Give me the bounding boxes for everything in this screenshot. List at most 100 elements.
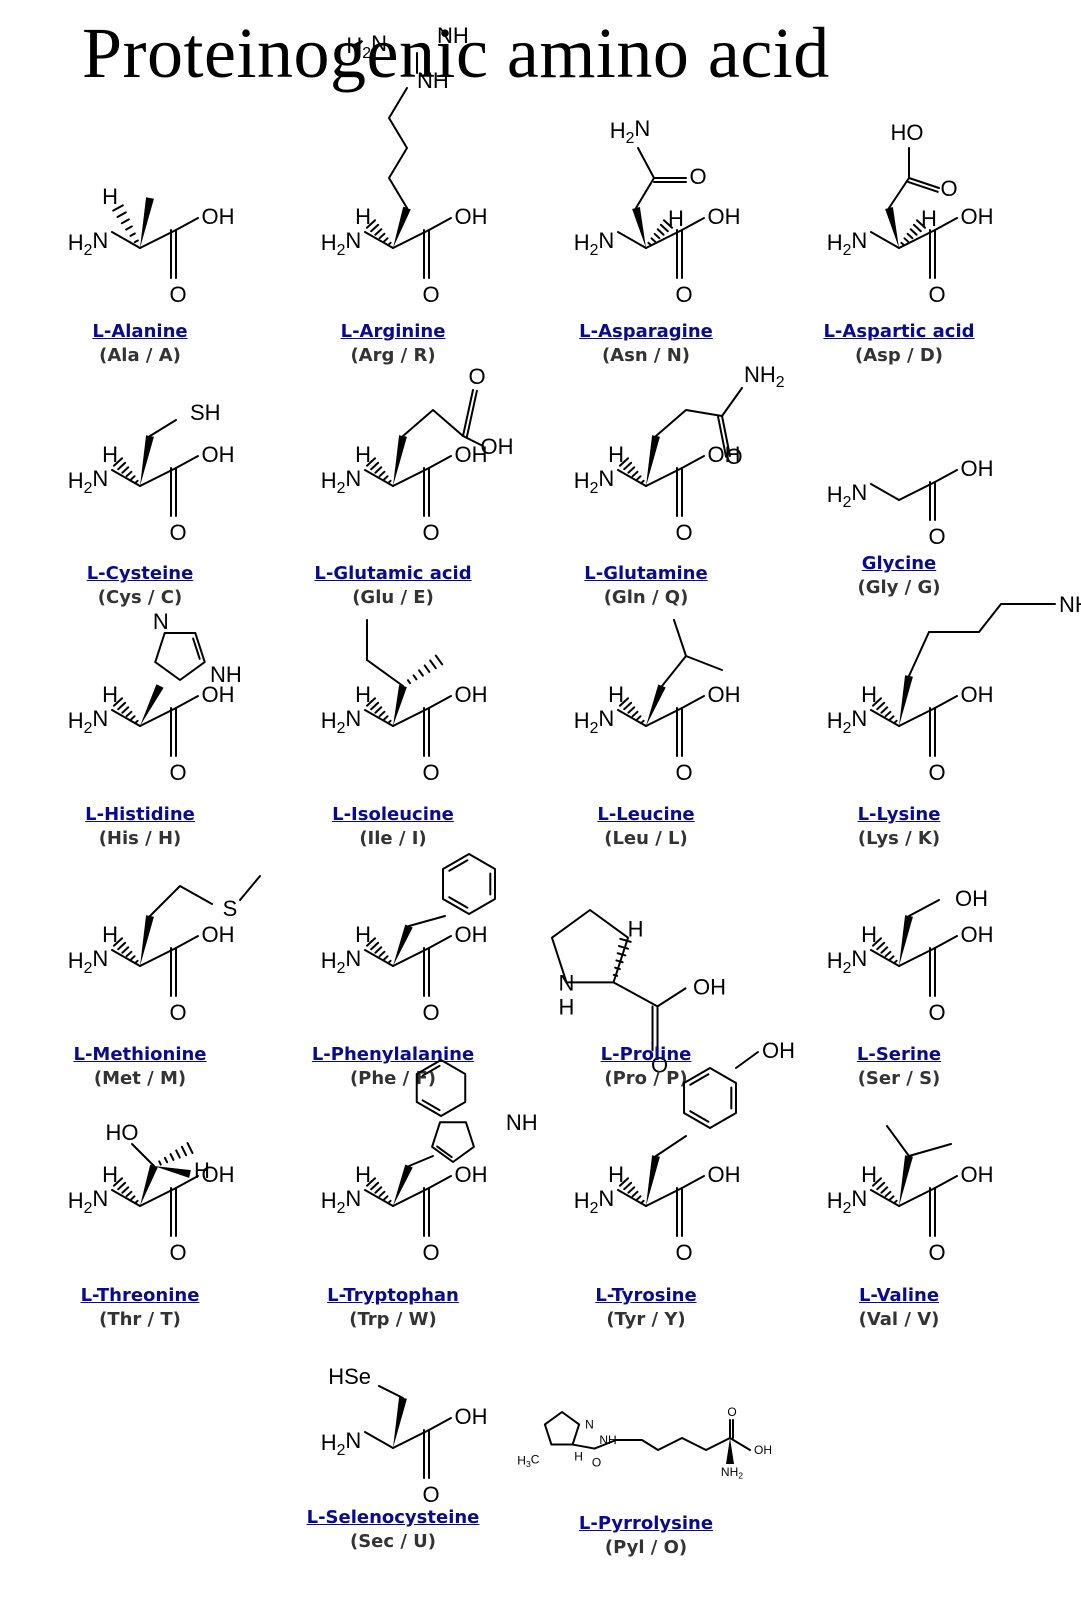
amine-label: H2N xyxy=(321,466,362,497)
hashed-bond xyxy=(406,654,444,685)
hashed-bond xyxy=(900,219,927,247)
amine-label: H2N xyxy=(68,1186,109,1217)
amino-acid-link[interactable]: L-Tryptophan xyxy=(327,1285,459,1306)
caption-l-cysteine: L-Cysteine(Cys / C) xyxy=(20,562,260,610)
amino-acid-link[interactable]: L-Asparagine xyxy=(579,321,713,342)
amino-acid-link[interactable]: L-Cysteine xyxy=(86,563,194,584)
carbonyl-oxygen-label: O xyxy=(675,1240,692,1265)
hydroxyl-label: OH xyxy=(202,442,235,467)
amino-acid-link[interactable]: L-Leucine xyxy=(597,804,695,825)
amine-label: H2N xyxy=(827,946,868,977)
hashed-bond xyxy=(618,697,645,725)
amino-acid-link[interactable]: L-Proline xyxy=(600,1044,692,1065)
carbonyl-oxygen-label: O xyxy=(422,282,439,307)
amine-label: H2N xyxy=(321,228,362,259)
bond xyxy=(428,455,452,469)
bond xyxy=(612,981,659,1008)
ring xyxy=(442,853,496,915)
wedge-bond xyxy=(140,1164,158,1206)
atom-label-hydroxyl_left: HO xyxy=(891,120,924,145)
bond xyxy=(721,415,731,457)
pyrroline-n-label: N xyxy=(585,1417,594,1431)
amino-acid-code: (Gln / Q) xyxy=(603,587,689,608)
amino-acid-link[interactable]: L-Lysine xyxy=(857,804,941,825)
amino-acid-link[interactable]: L-Glutamine xyxy=(584,563,708,584)
amine-label: H2N xyxy=(827,706,868,737)
hashed-bond xyxy=(612,937,632,977)
bond xyxy=(934,217,958,231)
atom-label-hydrogen: H xyxy=(861,682,877,707)
amino-acid-link[interactable]: L-Valine xyxy=(858,1285,940,1306)
caption-l-tryptophan: L-Tryptophan(Trp / W) xyxy=(273,1284,513,1332)
hydroxyl-label: OH xyxy=(961,682,994,707)
atom-label-hydrogen: H xyxy=(102,922,118,947)
page-title: Proteinogenic amino acid xyxy=(82,13,830,93)
bond xyxy=(366,659,404,687)
wedge-bond xyxy=(140,684,164,726)
hashed-bond xyxy=(112,697,139,725)
atom-label-hydrogen: H xyxy=(355,1162,371,1187)
amino-acid-link[interactable]: L-Alanine xyxy=(92,321,188,342)
amino-acid-code: (Pro / P) xyxy=(604,1068,688,1089)
bond xyxy=(421,1064,441,1077)
bond xyxy=(655,1135,687,1157)
amino-acid-link[interactable]: L-Tyrosine xyxy=(595,1285,697,1306)
amino-acid-link[interactable]: L-Aspartic acid xyxy=(823,321,975,342)
carbonyl-oxygen-label: O xyxy=(422,1482,439,1507)
amino-acid-link[interactable]: L-Phenylalanine xyxy=(311,1044,475,1065)
bond xyxy=(149,419,177,437)
amino-acid-link[interactable]: L-Serine xyxy=(856,1044,942,1065)
caption-l-glutamine: L-Glutamine (Gln / Q) xyxy=(526,562,766,610)
wedge-bond xyxy=(140,197,154,248)
hydroxyl-label: OH xyxy=(708,204,741,229)
carbonyl-oxygen-label: O xyxy=(169,1240,186,1265)
hashed-bond xyxy=(365,219,392,247)
ring xyxy=(543,1411,581,1446)
bond xyxy=(428,695,452,709)
caption-l-valine: L-Valine(Val / V) xyxy=(779,1284,1019,1332)
amino-acid-link[interactable]: L-Isoleucine xyxy=(332,804,454,825)
bond xyxy=(448,859,469,872)
amino-acid-code: (Gly / G) xyxy=(857,577,941,598)
amino-acid-link[interactable]: L-Threonine xyxy=(80,1285,200,1306)
amine-label: H2N xyxy=(827,1186,868,1217)
hashed-bond xyxy=(365,697,392,725)
wedge-bond xyxy=(140,915,154,966)
bond xyxy=(886,1125,910,1157)
amino-acid-link[interactable]: L-Histidine xyxy=(85,804,195,825)
amino-acid-link[interactable]: L-Arginine xyxy=(340,321,446,342)
hydroxyl-label: OH xyxy=(202,682,235,707)
amino-acid-code: (Ile / I) xyxy=(359,828,427,849)
atom-label-oxygen: O xyxy=(468,364,485,389)
amino-acid-link[interactable]: Glycine xyxy=(861,553,937,574)
carbonyl-oxygen-label: O xyxy=(675,282,692,307)
atom-label-hydroxyl: OH xyxy=(961,456,994,481)
guanidine-imine-label: NH xyxy=(437,23,469,48)
amino-acid-link[interactable]: L-Selenocysteine xyxy=(306,1507,480,1528)
bond xyxy=(571,1443,596,1450)
bond xyxy=(175,217,199,231)
amino-acid-link[interactable]: L-Pyrrolysine xyxy=(578,1513,714,1534)
wedge-bond xyxy=(393,435,407,486)
carbonyl-oxygen-label: O xyxy=(928,1000,945,1025)
side-hydroxyl-label: OH xyxy=(955,886,988,911)
amine-label: H2N xyxy=(68,228,109,259)
atom-label-oxygen: O xyxy=(592,1456,601,1470)
atom-label-hydrogen: H xyxy=(102,442,118,467)
amino-acid-code: (Glu / E) xyxy=(352,587,434,608)
amino-acid-link[interactable]: L-Methionine xyxy=(73,1044,207,1065)
hashed-bond xyxy=(871,697,898,725)
bond xyxy=(685,655,723,671)
atom-label-hydrogen: H xyxy=(628,916,644,941)
bond xyxy=(681,695,705,709)
amino-acid-link[interactable]: L-Glutamic acid xyxy=(314,563,472,584)
hashed-bond xyxy=(112,204,139,244)
bond xyxy=(934,935,958,949)
wedge-bond xyxy=(393,206,411,248)
atom-label-hydroxyl: OH xyxy=(481,434,514,459)
